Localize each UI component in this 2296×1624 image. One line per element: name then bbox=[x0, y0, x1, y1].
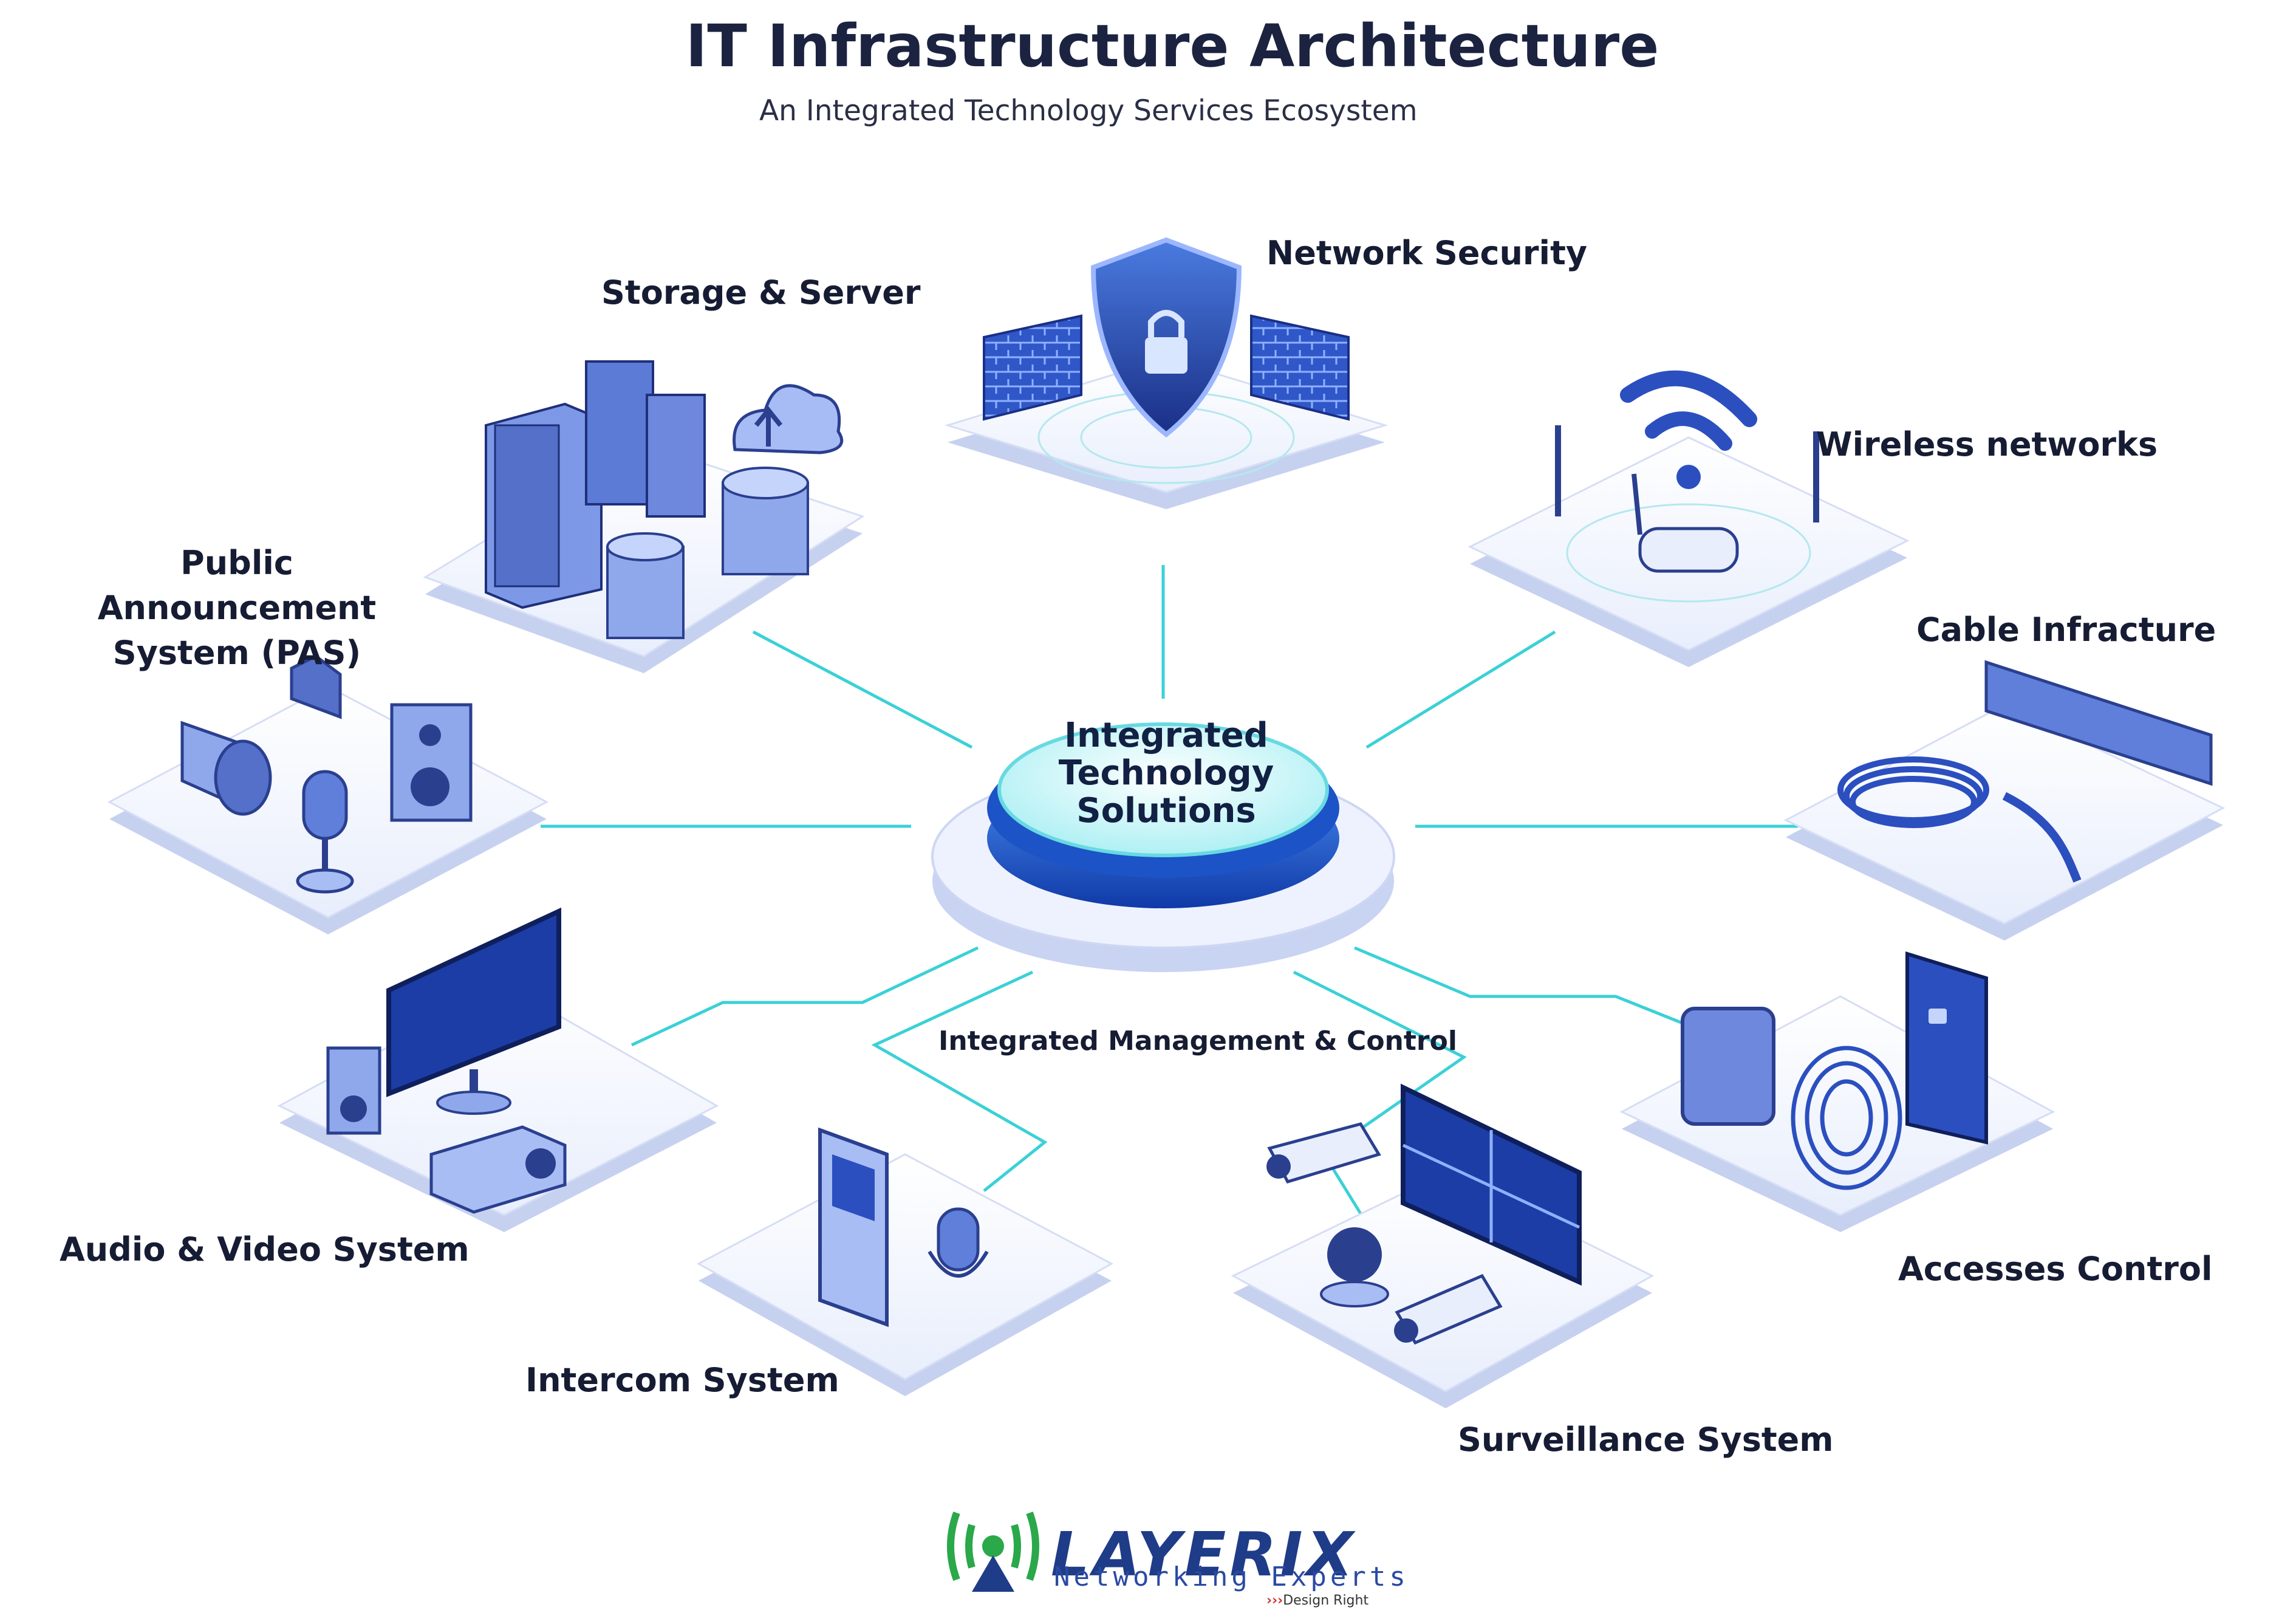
server-rack-icon bbox=[585, 360, 654, 505]
page-subtitle: An Integrated Technology Services Ecosys… bbox=[759, 94, 1418, 128]
intercom-icons bbox=[818, 1127, 989, 1328]
page-title: IT Infrastructure Architecture bbox=[685, 12, 1659, 80]
label-audio-video: Audio & Video System bbox=[60, 1230, 470, 1269]
label-surveillance: Surveillance System bbox=[1458, 1420, 1834, 1459]
rfid-reader-icon bbox=[1681, 1007, 1775, 1126]
access-control-icons bbox=[1681, 951, 1988, 1190]
signal-broadcast-icon bbox=[947, 1511, 1039, 1592]
shield-lock-icon bbox=[1090, 237, 1242, 438]
database-icon bbox=[722, 467, 809, 575]
database-icon bbox=[606, 532, 685, 639]
megaphone-icon bbox=[180, 721, 272, 816]
fingerprint-icon bbox=[1791, 1046, 1902, 1190]
label-storage-server: Storage & Server bbox=[601, 273, 921, 312]
connector-intercom bbox=[871, 970, 1048, 1192]
logo-wordmark: LAYERIX bbox=[1051, 1519, 1357, 1590]
label-intercom: Intercom System bbox=[525, 1361, 839, 1399]
connector-access-control bbox=[1354, 946, 1738, 1047]
cable-icons bbox=[1837, 660, 2213, 883]
label-public-announcement: Public Announcement System (PAS) bbox=[58, 541, 416, 676]
logo-motto: ›››Design Right bbox=[1266, 1593, 1369, 1608]
audio-video-icons bbox=[326, 907, 567, 1214]
cctv-camera-icon bbox=[1394, 1273, 1503, 1345]
patch-panel-icon bbox=[1984, 660, 2213, 786]
network-security-icons bbox=[983, 237, 1350, 484]
monitor-icon bbox=[386, 907, 561, 1115]
label-line: Public Announcement bbox=[97, 544, 377, 627]
surveillance-icons bbox=[1266, 1083, 1582, 1345]
microphone-icon bbox=[928, 1207, 989, 1278]
storage-server-icons bbox=[485, 360, 844, 639]
connector-storage-server bbox=[752, 630, 973, 749]
speaker-icon bbox=[290, 654, 342, 719]
hub-label: Integrated Technology Solutions bbox=[996, 717, 1336, 830]
label-line: System (PAS) bbox=[112, 634, 361, 672]
connector-audio-video bbox=[630, 946, 979, 1047]
cable-coil-icon bbox=[1837, 756, 2082, 883]
server-rack-icon bbox=[646, 394, 706, 518]
dome-camera-icon bbox=[1320, 1227, 1389, 1307]
door-lock-icon bbox=[1905, 951, 1988, 1145]
hub-label-line: Solutions bbox=[1076, 791, 1256, 831]
microphone-icon bbox=[296, 770, 354, 894]
label-network-security: Network Security bbox=[1266, 234, 1588, 272]
label-cable-infrastructure: Cable Infracture bbox=[1916, 611, 2216, 649]
intercom-panel-icon bbox=[818, 1127, 889, 1328]
logo-tagline: Networking Experts bbox=[1054, 1561, 1409, 1592]
router-icon bbox=[1555, 425, 1819, 573]
hub-label-line: Technology bbox=[1058, 753, 1274, 793]
connector-wireless bbox=[1365, 630, 1556, 749]
projector-icon bbox=[429, 1125, 567, 1214]
wireless-icons bbox=[1555, 370, 1819, 603]
logo-motto-text: Design Right bbox=[1283, 1593, 1369, 1608]
speaker-icon bbox=[326, 1046, 381, 1135]
platform-intercom bbox=[696, 1153, 1114, 1396]
cctv-camera-icon bbox=[1266, 1122, 1381, 1184]
video-wall-icon bbox=[1401, 1083, 1582, 1286]
server-rack-icon bbox=[485, 402, 603, 609]
cloud-upload-icon bbox=[733, 384, 844, 454]
label-wireless-networks: Wireless networks bbox=[1816, 425, 2158, 464]
hub-platform bbox=[931, 722, 1395, 972]
management-label: Integrated Management & Control bbox=[938, 1026, 1457, 1057]
connector-surveillance bbox=[1293, 970, 1467, 1235]
speaker-icon bbox=[390, 703, 473, 822]
hub-label-line: Integrated bbox=[1064, 716, 1268, 755]
firewall-icon bbox=[983, 314, 1082, 421]
pas-icons bbox=[180, 654, 473, 894]
wifi-icon bbox=[1620, 370, 1757, 489]
label-access-control: Accesses Control bbox=[1898, 1250, 2213, 1288]
firewall-icon bbox=[1250, 314, 1350, 421]
